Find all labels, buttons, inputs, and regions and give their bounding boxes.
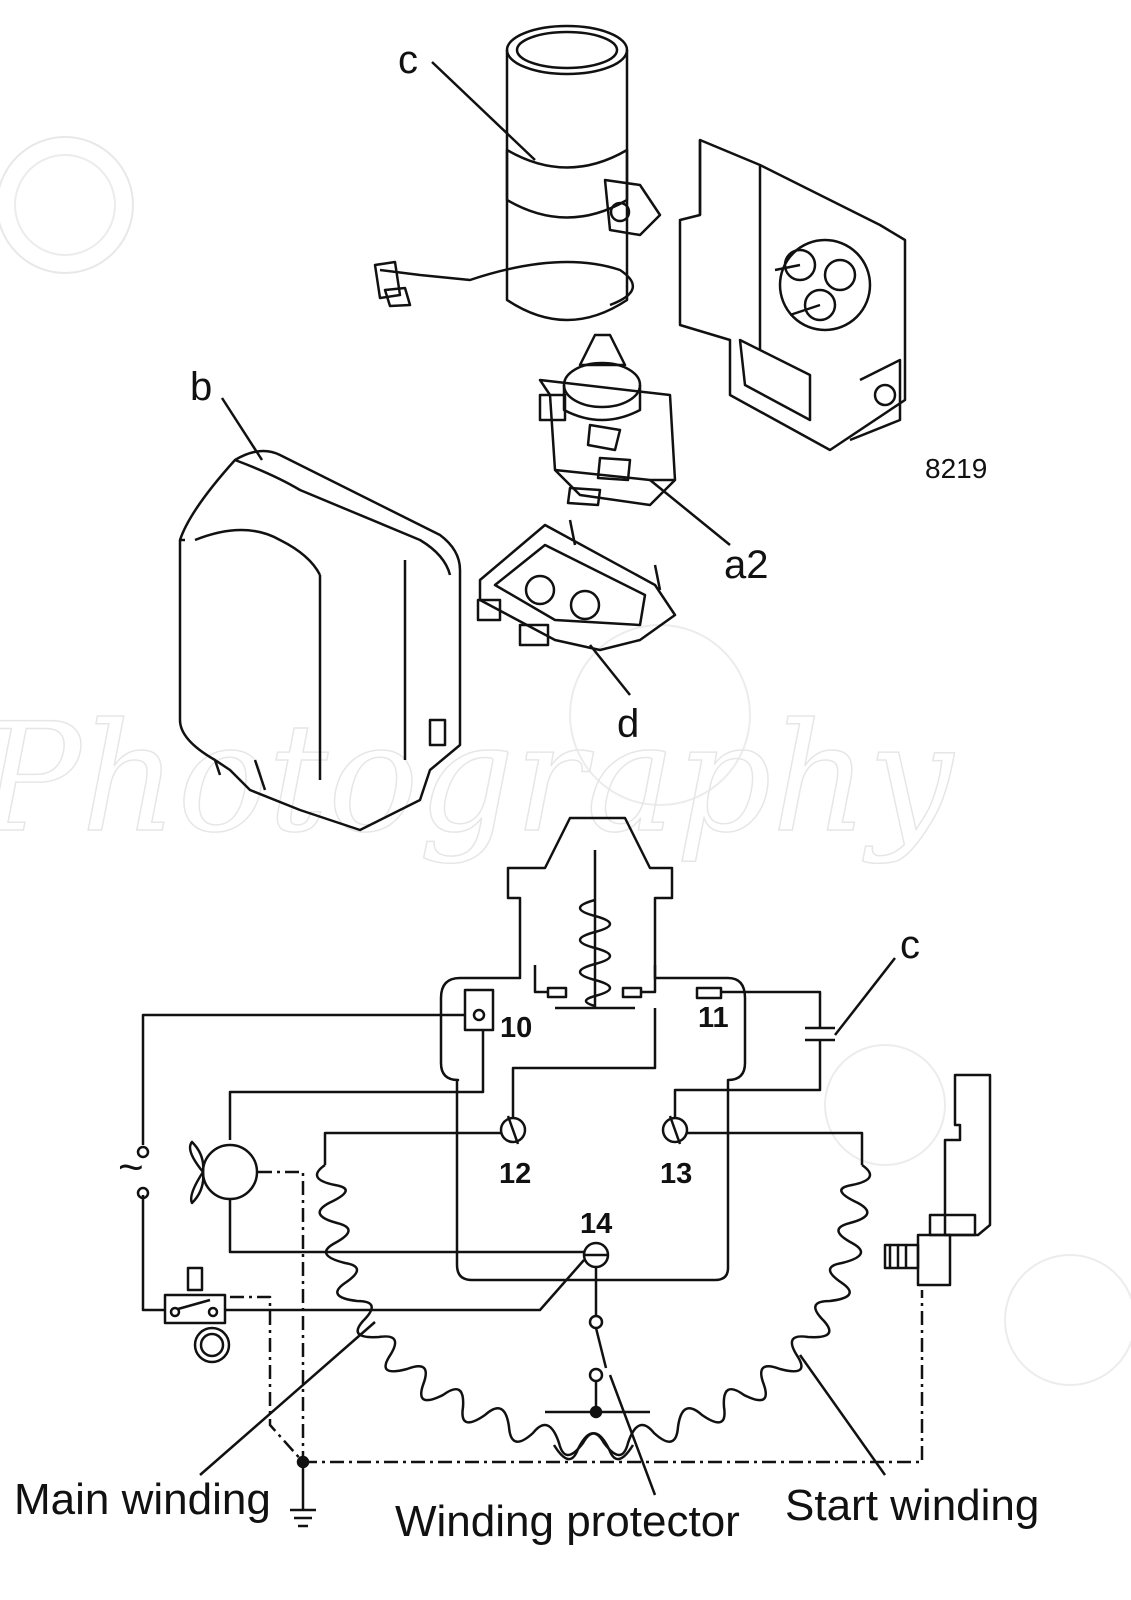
leader-b: [220, 397, 264, 461]
caption-main-winding: Main winding: [14, 1475, 271, 1524]
watermark: Photography: [0, 136, 1131, 1386]
mounting-bracket: [678, 138, 907, 452]
terminal-10-label: 10: [500, 1012, 532, 1044]
schematic: [136, 816, 992, 1528]
leader-a2: [649, 479, 731, 546]
exploded-view: [178, 24, 907, 832]
caption-winding-protector: Winding protector: [395, 1497, 740, 1546]
base-part: [476, 519, 677, 652]
terminal-10-block: [463, 988, 495, 1032]
label-capacitor-schematic: c: [900, 923, 920, 967]
watermark-text: Photography: [0, 692, 955, 866]
label-relay: a2: [724, 543, 769, 587]
terminal-11-label: 11: [698, 1002, 729, 1034]
label-capacitor: c: [398, 38, 418, 82]
terminal-11-block: [695, 986, 723, 1000]
leader-c: [431, 61, 536, 161]
relay-outline: [439, 816, 747, 1282]
terminal-12-label: 12: [499, 1158, 531, 1190]
capacitor-part: [373, 24, 662, 322]
terminal-14-label: 14: [580, 1208, 612, 1240]
relay-part: [538, 333, 677, 507]
label-cover: b: [190, 365, 212, 409]
label-base: d: [617, 702, 639, 746]
terminal-13-label: 13: [660, 1158, 692, 1190]
main-winding-coil: [315, 1163, 635, 1461]
ac-source-symbol: ~: [118, 1143, 144, 1192]
leader-d: [589, 644, 631, 696]
cover-part: [178, 449, 462, 832]
start-winding-coil: [552, 1163, 872, 1461]
figure-number: 8219: [925, 453, 987, 484]
caption-start-winding: Start winding: [785, 1481, 1039, 1530]
